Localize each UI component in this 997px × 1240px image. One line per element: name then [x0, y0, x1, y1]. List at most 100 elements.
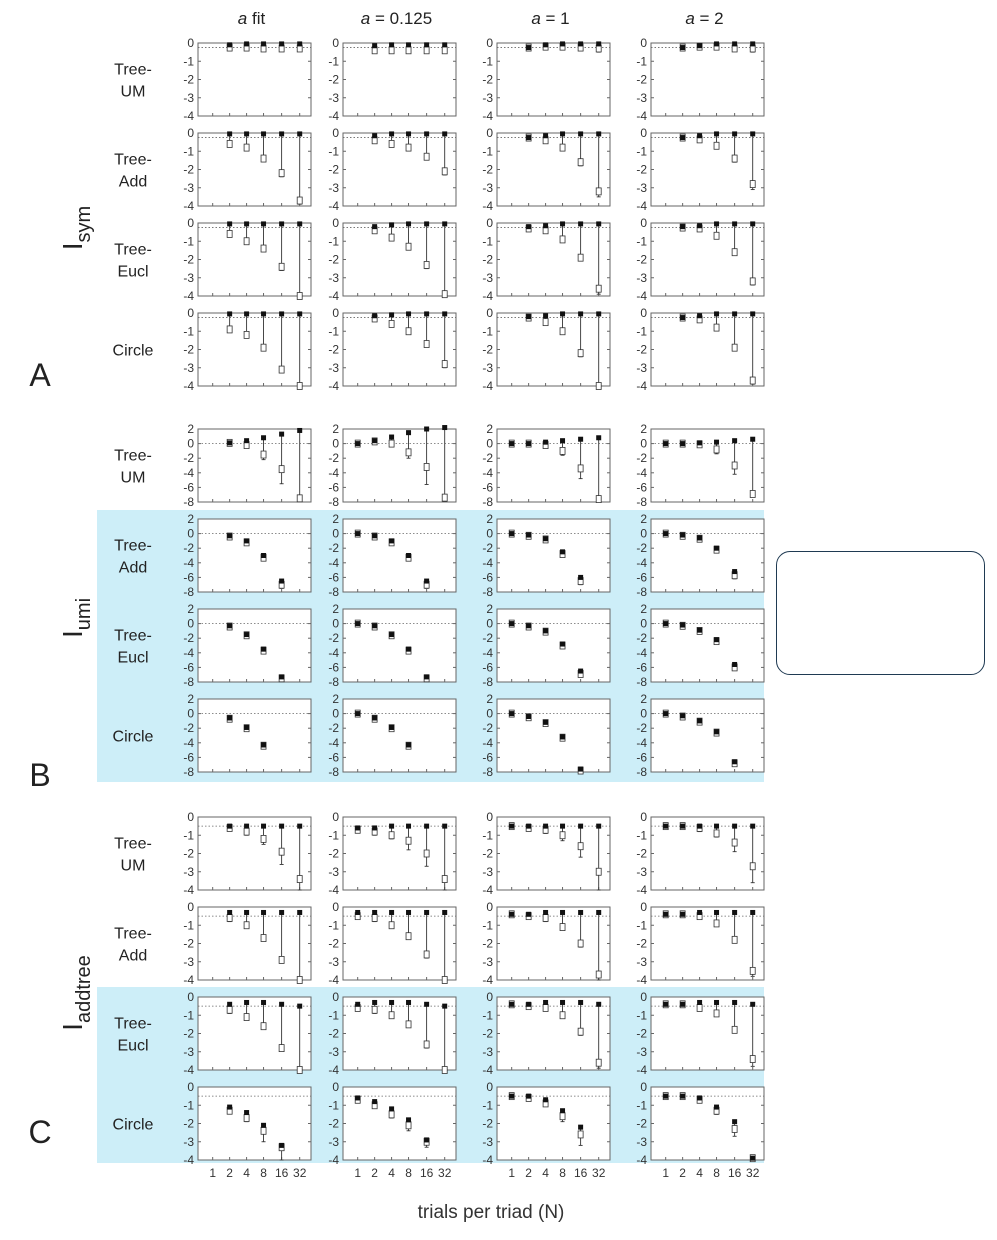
column-title-3: a = 1	[531, 9, 569, 28]
row-label-C-2: Add	[119, 948, 147, 965]
x-tick-label: 1	[508, 1166, 515, 1180]
surrogate-point	[260, 343, 267, 352]
data-point	[509, 1093, 515, 1099]
y-tick-label: -2	[328, 1027, 339, 1041]
y-tick-label: -4	[328, 973, 339, 987]
data-point	[261, 131, 267, 137]
data-point	[389, 823, 395, 829]
data-point	[680, 713, 686, 719]
y-tick-label: -8	[183, 585, 194, 599]
surrogate-point	[260, 1022, 267, 1031]
y-tick-label: -4	[636, 973, 647, 987]
data-point	[279, 41, 285, 47]
data-point	[750, 1001, 756, 1007]
data-point	[714, 221, 720, 227]
plot-A-r3-c1: 0-1-2-3-4	[183, 216, 312, 303]
plot-frame	[197, 428, 312, 503]
plot-frame	[342, 906, 457, 981]
y-tick-label: 0	[187, 216, 194, 230]
data-point	[578, 766, 584, 772]
plot-frame	[496, 816, 611, 891]
surrogate-point	[405, 932, 412, 941]
plot-B-r4-c3: 20-2-4-6-8	[482, 692, 611, 779]
surrogate-point	[388, 1011, 395, 1020]
data-point	[244, 538, 250, 544]
data-point	[355, 909, 361, 915]
data-point	[714, 311, 720, 317]
y-tick-label: 0	[640, 990, 647, 1004]
plot-frame	[650, 428, 765, 503]
row-label-B-1: UM	[121, 470, 146, 487]
plot-frame	[197, 222, 312, 297]
y-tick-label: 0	[486, 617, 493, 631]
plot-C-r4-c4: 0-1-2-3-4	[636, 1080, 765, 1167]
data-point	[227, 311, 233, 317]
data-point	[279, 1001, 285, 1007]
y-tick-label: -3	[636, 865, 647, 879]
data-point	[732, 569, 738, 575]
data-point	[389, 999, 395, 1005]
data-point	[596, 131, 602, 137]
y-tick-label: -3	[183, 361, 194, 375]
y-tick-label: -4	[482, 736, 493, 750]
y-tick-label: 0	[640, 900, 647, 914]
surrogate-point	[405, 448, 412, 457]
data-point	[389, 632, 395, 638]
y-tick-label: -8	[636, 585, 647, 599]
y-tick-label: -1	[636, 54, 647, 68]
y-tick-label: -6	[482, 750, 493, 764]
y-tick-label: 0	[332, 900, 339, 914]
data-point	[424, 1137, 430, 1143]
plot-A-r2-c1: 0-1-2-3-4	[183, 126, 312, 213]
surrogate-point	[731, 154, 738, 163]
surrogate-point	[423, 152, 430, 161]
y-tick-label: -8	[183, 765, 194, 779]
plot-frame	[496, 518, 611, 593]
plot-frame	[496, 608, 611, 683]
plot-frame	[650, 132, 765, 207]
surrogate-point	[405, 836, 412, 845]
y-tick-label: -4	[183, 199, 194, 213]
surrogate-point	[371, 914, 378, 922]
y-tick-label: -3	[328, 1045, 339, 1059]
data-point	[261, 221, 267, 227]
surrogate-point	[577, 939, 584, 948]
surrogate-point	[296, 976, 303, 984]
y-tick-label: 0	[640, 437, 647, 451]
surrogate-point	[559, 1112, 566, 1121]
surrogate-point	[388, 1110, 395, 1119]
y-tick-label: 0	[640, 527, 647, 541]
row-label-C-2: Tree-	[114, 926, 152, 943]
data-point	[714, 131, 720, 137]
data-point	[227, 42, 233, 48]
data-point	[261, 311, 267, 317]
y-tick-label: -8	[636, 675, 647, 689]
y-tick-label: 0	[640, 126, 647, 140]
y-tick-label: -3	[636, 1045, 647, 1059]
y-tick-label: -4	[328, 289, 339, 303]
data-point	[680, 224, 686, 230]
surrogate-point	[542, 1004, 549, 1012]
surrogate-point	[405, 242, 412, 251]
y-tick-label: 0	[486, 527, 493, 541]
surrogate-point	[577, 842, 584, 851]
plot-frame	[197, 1086, 312, 1161]
plot-frame	[342, 222, 457, 297]
y-tick-label: -4	[183, 466, 194, 480]
data-point	[406, 221, 412, 227]
plot-frame	[197, 996, 312, 1071]
surrogate-point	[559, 923, 566, 931]
data-point	[596, 435, 602, 441]
y-tick-label: -2	[183, 163, 194, 177]
row-label-B-2: Tree-	[114, 538, 152, 555]
y-tick-label: 0	[332, 1080, 339, 1094]
x-tick-label: 4	[542, 1166, 549, 1180]
plot-frame	[342, 42, 457, 117]
y-tick-label: 0	[332, 126, 339, 140]
y-tick-label: -4	[482, 1063, 493, 1077]
y-tick-label: -3	[482, 361, 493, 375]
data-point	[732, 311, 738, 317]
row-label-C-1: UM	[121, 858, 146, 875]
y-tick-label: -3	[328, 865, 339, 879]
data-point	[372, 533, 378, 539]
